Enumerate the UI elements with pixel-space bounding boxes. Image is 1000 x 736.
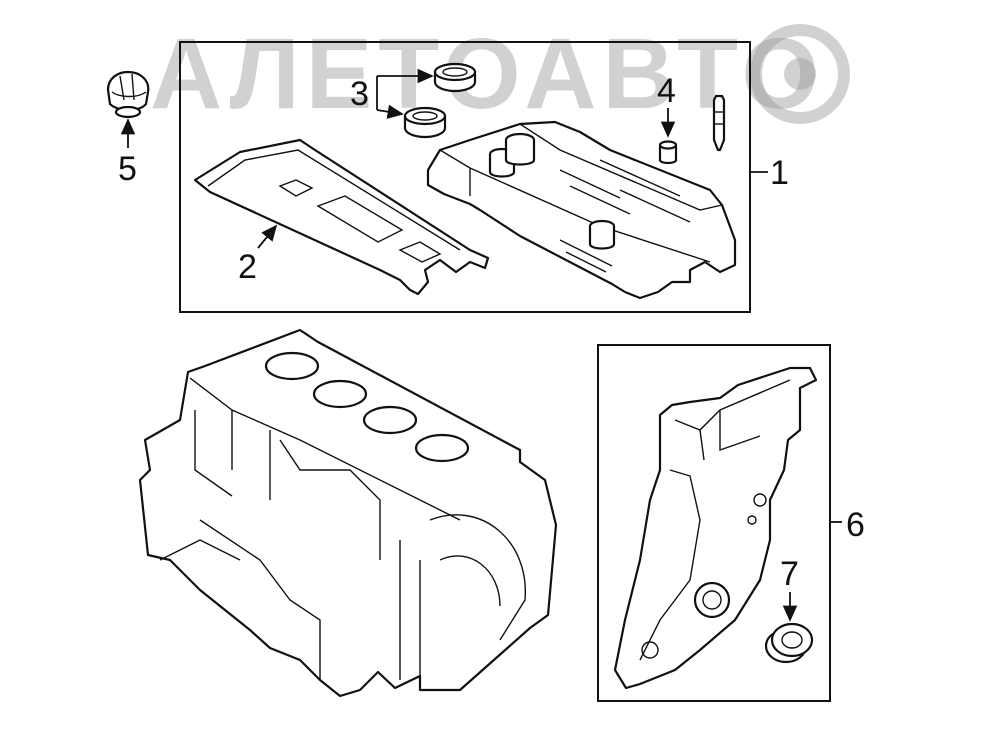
oil-filler-cap-part [106,70,150,119]
callout-6: 6 [846,506,865,544]
callout-3-leader [376,68,434,119]
callout-4: 4 [657,72,676,110]
callout-5: 5 [118,150,137,188]
callout-1: 1 [770,154,789,192]
callout-7: 7 [780,555,799,593]
callout-2: 2 [238,248,257,286]
callout-3: 3 [350,75,369,113]
timing-cover-part [613,366,818,690]
seal-rings-part [403,62,477,139]
valve-cover-gasket-part [193,138,490,296]
valve-cover-part [426,120,737,300]
watermark: АЛЕТОАВТО [150,18,850,130]
timing-cover-group-frame [597,344,831,702]
watermark-text: АЛЕТОАВТО [150,18,825,130]
valve-cover-group-frame [179,41,751,313]
watermark-gear-logo [750,24,850,124]
callout-2-leader [257,224,278,249]
crankshaft-seal-part [764,622,814,664]
sensor-part [658,94,726,165]
engine-block-part [138,328,558,698]
